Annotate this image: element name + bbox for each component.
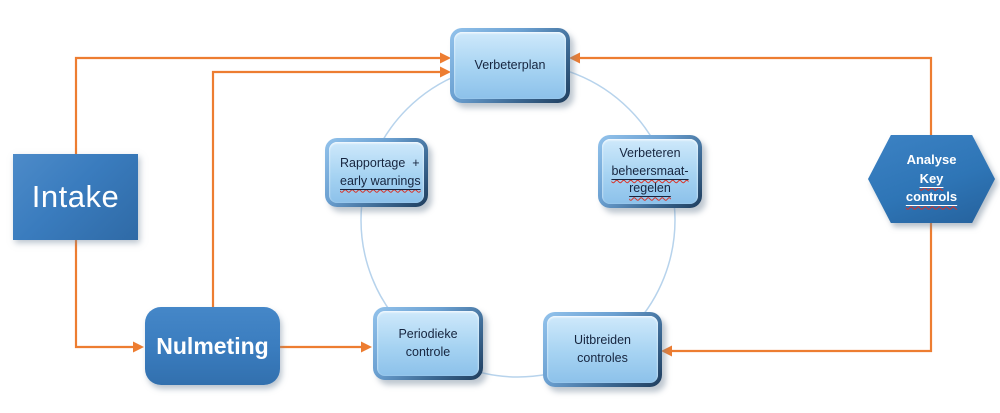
node-verbeteren-line3: regelen <box>629 181 671 196</box>
node-uitbreiden-face: Uitbreiden controles <box>547 316 658 383</box>
node-verbeterplan: Verbeterplan <box>450 28 570 103</box>
node-analyse-line1: Analyse <box>906 151 957 167</box>
node-periodieke-controle: Periodieke controle <box>373 307 483 380</box>
node-verbeteren-line1: Verbeteren <box>619 146 681 161</box>
node-rapportage-face: Rapportage + early warnings <box>329 142 424 203</box>
node-verbeterplan-face: Verbeterplan <box>454 32 566 99</box>
node-verbeterplan-label: Verbeterplan <box>474 57 546 72</box>
node-periodieke-line2: controle <box>405 344 451 359</box>
node-analyse-hexagon: Analyse Key controls <box>868 135 995 223</box>
node-uitbreiden-line1: Uitbreiden <box>574 333 631 347</box>
node-uitbreiden-line2: controles <box>577 350 628 365</box>
node-analyse-line3: controls <box>905 189 958 205</box>
node-intake: Intake <box>13 154 138 240</box>
connector-analyse-to-uitbreiden <box>672 223 933 353</box>
node-verbeteren-beheersmaatregelen: Verbeteren beheersmaat- regelen <box>598 135 702 208</box>
connector-analyse-to-verbeterplan <box>580 56 933 135</box>
node-analyse-key-controls: Analyse Key controls <box>868 135 995 223</box>
arrowhead-to-verbeterplan-3 <box>569 52 580 64</box>
node-nulmeting: Nulmeting <box>145 307 280 385</box>
arrowhead-to-uitbreiden <box>661 345 672 357</box>
node-analyse-line2: Key <box>919 170 944 186</box>
node-rapportage-line1: Rapportage + <box>340 156 420 170</box>
connector-intake-to-nulmeting <box>74 240 133 349</box>
node-periodieke-face: Periodieke controle <box>377 311 479 376</box>
node-intake-label: Intake <box>31 179 120 214</box>
node-periodieke-line1: Periodieke <box>398 327 458 341</box>
node-verbeteren-line2: beheersmaat- <box>611 163 689 178</box>
node-rapportage-early-warnings: Rapportage + early warnings <box>325 138 428 207</box>
node-rapportage-line2: early warnings <box>340 173 421 188</box>
node-verbeteren-face: Verbeteren beheersmaat- regelen <box>602 139 698 204</box>
node-nulmeting-label: Nulmeting <box>156 332 269 359</box>
node-uitbreiden-controles: Uitbreiden controles <box>543 312 662 387</box>
arrowhead-to-nulmeting <box>133 341 144 353</box>
arrowhead-to-periodieke <box>361 341 372 353</box>
